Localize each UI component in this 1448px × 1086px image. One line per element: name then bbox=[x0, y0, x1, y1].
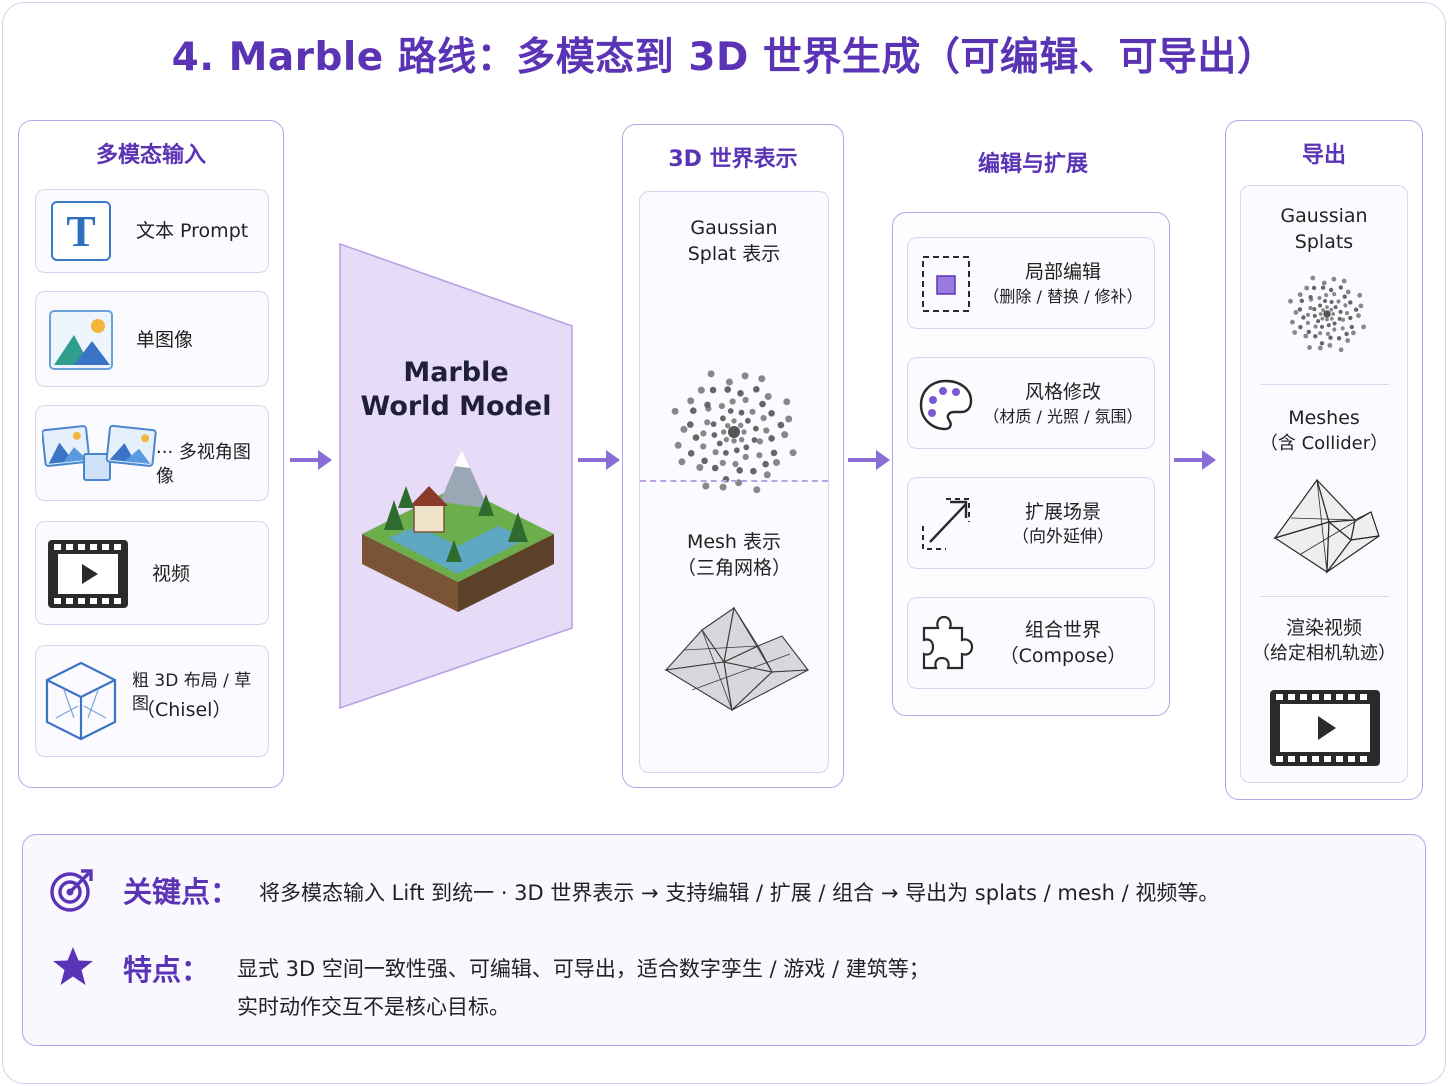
palette-icon bbox=[919, 379, 973, 431]
editing-panel: 局部编辑 （删除 / 替换 / 修补） 风格修改 （材质 / 光照 / 氛围） … bbox=[892, 212, 1170, 716]
inputs-heading: 多模态输入 bbox=[95, 143, 206, 168]
model-title-line1: Marble bbox=[403, 357, 509, 388]
expand-arrow-icon bbox=[922, 498, 970, 550]
feature-text-line2: 实时动作交互不是核心目标。 bbox=[237, 995, 510, 1019]
summary-panel: 关键点： 将多模态输入 Lift 到统一 · 3D 世界表示 → 支持编辑 / … bbox=[22, 834, 1426, 1046]
input-card-layout[interactable]: 粗 3D 布局 / 草图 （Chisel） bbox=[35, 645, 269, 757]
input-card-text[interactable]: T 文本 Prompt bbox=[35, 189, 269, 273]
export-meshes-label: Meshes （含 Collider） bbox=[1241, 406, 1407, 456]
text-t-icon: T bbox=[51, 201, 111, 261]
edit-style-subtitle: （材质 / 光照 / 氛围） bbox=[983, 406, 1143, 426]
inputs-panel: 多模态输入 T 文本 Prompt 单图像 bbox=[18, 120, 284, 788]
representation-card: Gaussian Splat 表示 Mesh 表示 （三角网格） bbox=[639, 191, 829, 773]
export-splats-label: Gaussian Splats bbox=[1241, 204, 1407, 255]
multi-view-images-icon bbox=[42, 424, 157, 481]
model-title-line2: World Model bbox=[360, 391, 552, 423]
input-label-layout-line1: 粗 3D 布局 / 草图 bbox=[132, 671, 252, 714]
mesh-representation-label: Mesh 表示 （三角网格） bbox=[640, 530, 828, 581]
selection-box-icon bbox=[922, 256, 970, 312]
edit-card-compose[interactable]: 组合世界 （Compose） bbox=[907, 597, 1155, 689]
flow-arrow-3 bbox=[848, 450, 890, 470]
feature-text-line1: 显式 3D 空间一致性强、可编辑、可导出，适合数字孪生 / 游戏 / 建筑等； bbox=[237, 957, 930, 981]
editing-heading: 编辑与扩展 bbox=[977, 152, 1088, 177]
image-icon bbox=[49, 310, 113, 370]
key-point-text: 将多模态输入 Lift 到统一 · 3D 世界表示 → 支持编辑 / 扩展 / … bbox=[259, 881, 1220, 905]
edit-expand-title: 扩展场景 bbox=[1024, 501, 1101, 523]
mesh-representation-label-line2: （三角网格） bbox=[676, 556, 791, 579]
edit-card-style-text: 风格修改 （材质 / 光照 / 氛围） bbox=[970, 380, 1156, 427]
export-heading: 导出 bbox=[1301, 143, 1346, 168]
model-title: Marble World Model bbox=[336, 356, 576, 424]
edit-compose-title: 组合世界 bbox=[1024, 619, 1101, 641]
input-card-video[interactable]: 视频 bbox=[35, 521, 269, 625]
export-splats-line2: Splats bbox=[1294, 230, 1354, 253]
star-icon bbox=[53, 947, 93, 985]
gaussian-splat-label-line1: Gaussian bbox=[690, 217, 778, 239]
mesh-representation-label-line1: Mesh 表示 bbox=[686, 531, 782, 553]
flow-arrow-1 bbox=[290, 450, 332, 470]
gaussian-splat-icon bbox=[671, 370, 797, 494]
input-card-image[interactable]: 单图像 bbox=[35, 291, 269, 387]
edit-local-title: 局部编辑 bbox=[1024, 261, 1101, 283]
edit-card-local-text: 局部编辑 （删除 / 替换 / 修补） bbox=[970, 260, 1156, 307]
input-label-image: 单图像 bbox=[136, 329, 194, 351]
flow-arrow-4 bbox=[1174, 450, 1216, 470]
flow-arrow-2 bbox=[578, 450, 620, 470]
input-label-multiview: ··· 多视角图像 bbox=[156, 442, 251, 488]
input-card-multiview[interactable]: ··· 多视角图像 bbox=[35, 405, 269, 501]
gaussian-splat-label: Gaussian Splat 表示 bbox=[640, 216, 828, 267]
export-divider-2 bbox=[1261, 596, 1389, 597]
page-title: 4. Marble 路线：多模态到 3D 世界生成（可编辑、可导出） bbox=[171, 35, 1277, 80]
diorama-island-icon bbox=[362, 450, 554, 612]
representation-panel: 3D 世界表示 Gaussian Splat 表示 Mesh 表示 （三角网格） bbox=[622, 124, 844, 788]
edit-style-title: 风格修改 bbox=[1024, 381, 1101, 403]
edit-card-local[interactable]: 局部编辑 （删除 / 替换 / 修补） bbox=[907, 237, 1155, 329]
wireframe-cube-icon bbox=[45, 661, 117, 741]
collider-mesh-icon bbox=[1273, 478, 1380, 574]
edit-card-compose-text: 组合世界 （Compose） bbox=[970, 618, 1156, 669]
edit-expand-subtitle: （向外延伸） bbox=[1012, 526, 1114, 547]
key-point-label: 关键点： bbox=[123, 875, 240, 909]
edit-card-style[interactable]: 风格修改 （材质 / 光照 / 氛围） bbox=[907, 357, 1155, 449]
feature-label: 特点： bbox=[123, 953, 211, 987]
export-divider-1 bbox=[1261, 384, 1389, 385]
svg-text:T: T bbox=[66, 207, 95, 256]
input-label-layout-line2: （Chisel） bbox=[136, 699, 232, 721]
export-meshes-line1: Meshes bbox=[1288, 407, 1360, 429]
export-splats-line1: Gaussian bbox=[1280, 205, 1368, 227]
export-panel: 导出 Gaussian Splats Meshes （含 Collider） bbox=[1225, 120, 1423, 800]
input-label-text: 文本 Prompt bbox=[136, 220, 249, 242]
edit-card-expand-text: 扩展场景 （向外延伸） bbox=[970, 500, 1156, 549]
film-icon bbox=[48, 540, 128, 608]
puzzle-icon bbox=[922, 615, 974, 670]
export-video-line1: 渲染视频 bbox=[1285, 617, 1362, 639]
representation-divider bbox=[640, 480, 828, 482]
representation-heading: 3D 世界表示 bbox=[668, 147, 798, 172]
gaussian-splat-label-line2: Splat 表示 bbox=[687, 242, 781, 265]
edit-card-expand[interactable]: 扩展场景 （向外延伸） bbox=[907, 477, 1155, 569]
edit-local-subtitle: （删除 / 替换 / 修补） bbox=[983, 286, 1143, 306]
export-splat-icon bbox=[1288, 275, 1366, 353]
input-label-video: 视频 bbox=[152, 563, 191, 585]
edit-compose-subtitle: （Compose） bbox=[999, 644, 1127, 667]
export-film-icon bbox=[1270, 690, 1380, 766]
export-meshes-line2: （含 Collider） bbox=[1259, 432, 1389, 454]
target-icon bbox=[50, 869, 93, 912]
export-video-label: 渲染视频 （给定相机轨迹） bbox=[1241, 616, 1407, 666]
export-card: Gaussian Splats Meshes （含 Collider） bbox=[1240, 185, 1408, 783]
triangle-mesh-icon bbox=[664, 606, 810, 712]
export-video-line2: （给定相机轨迹） bbox=[1252, 642, 1396, 664]
